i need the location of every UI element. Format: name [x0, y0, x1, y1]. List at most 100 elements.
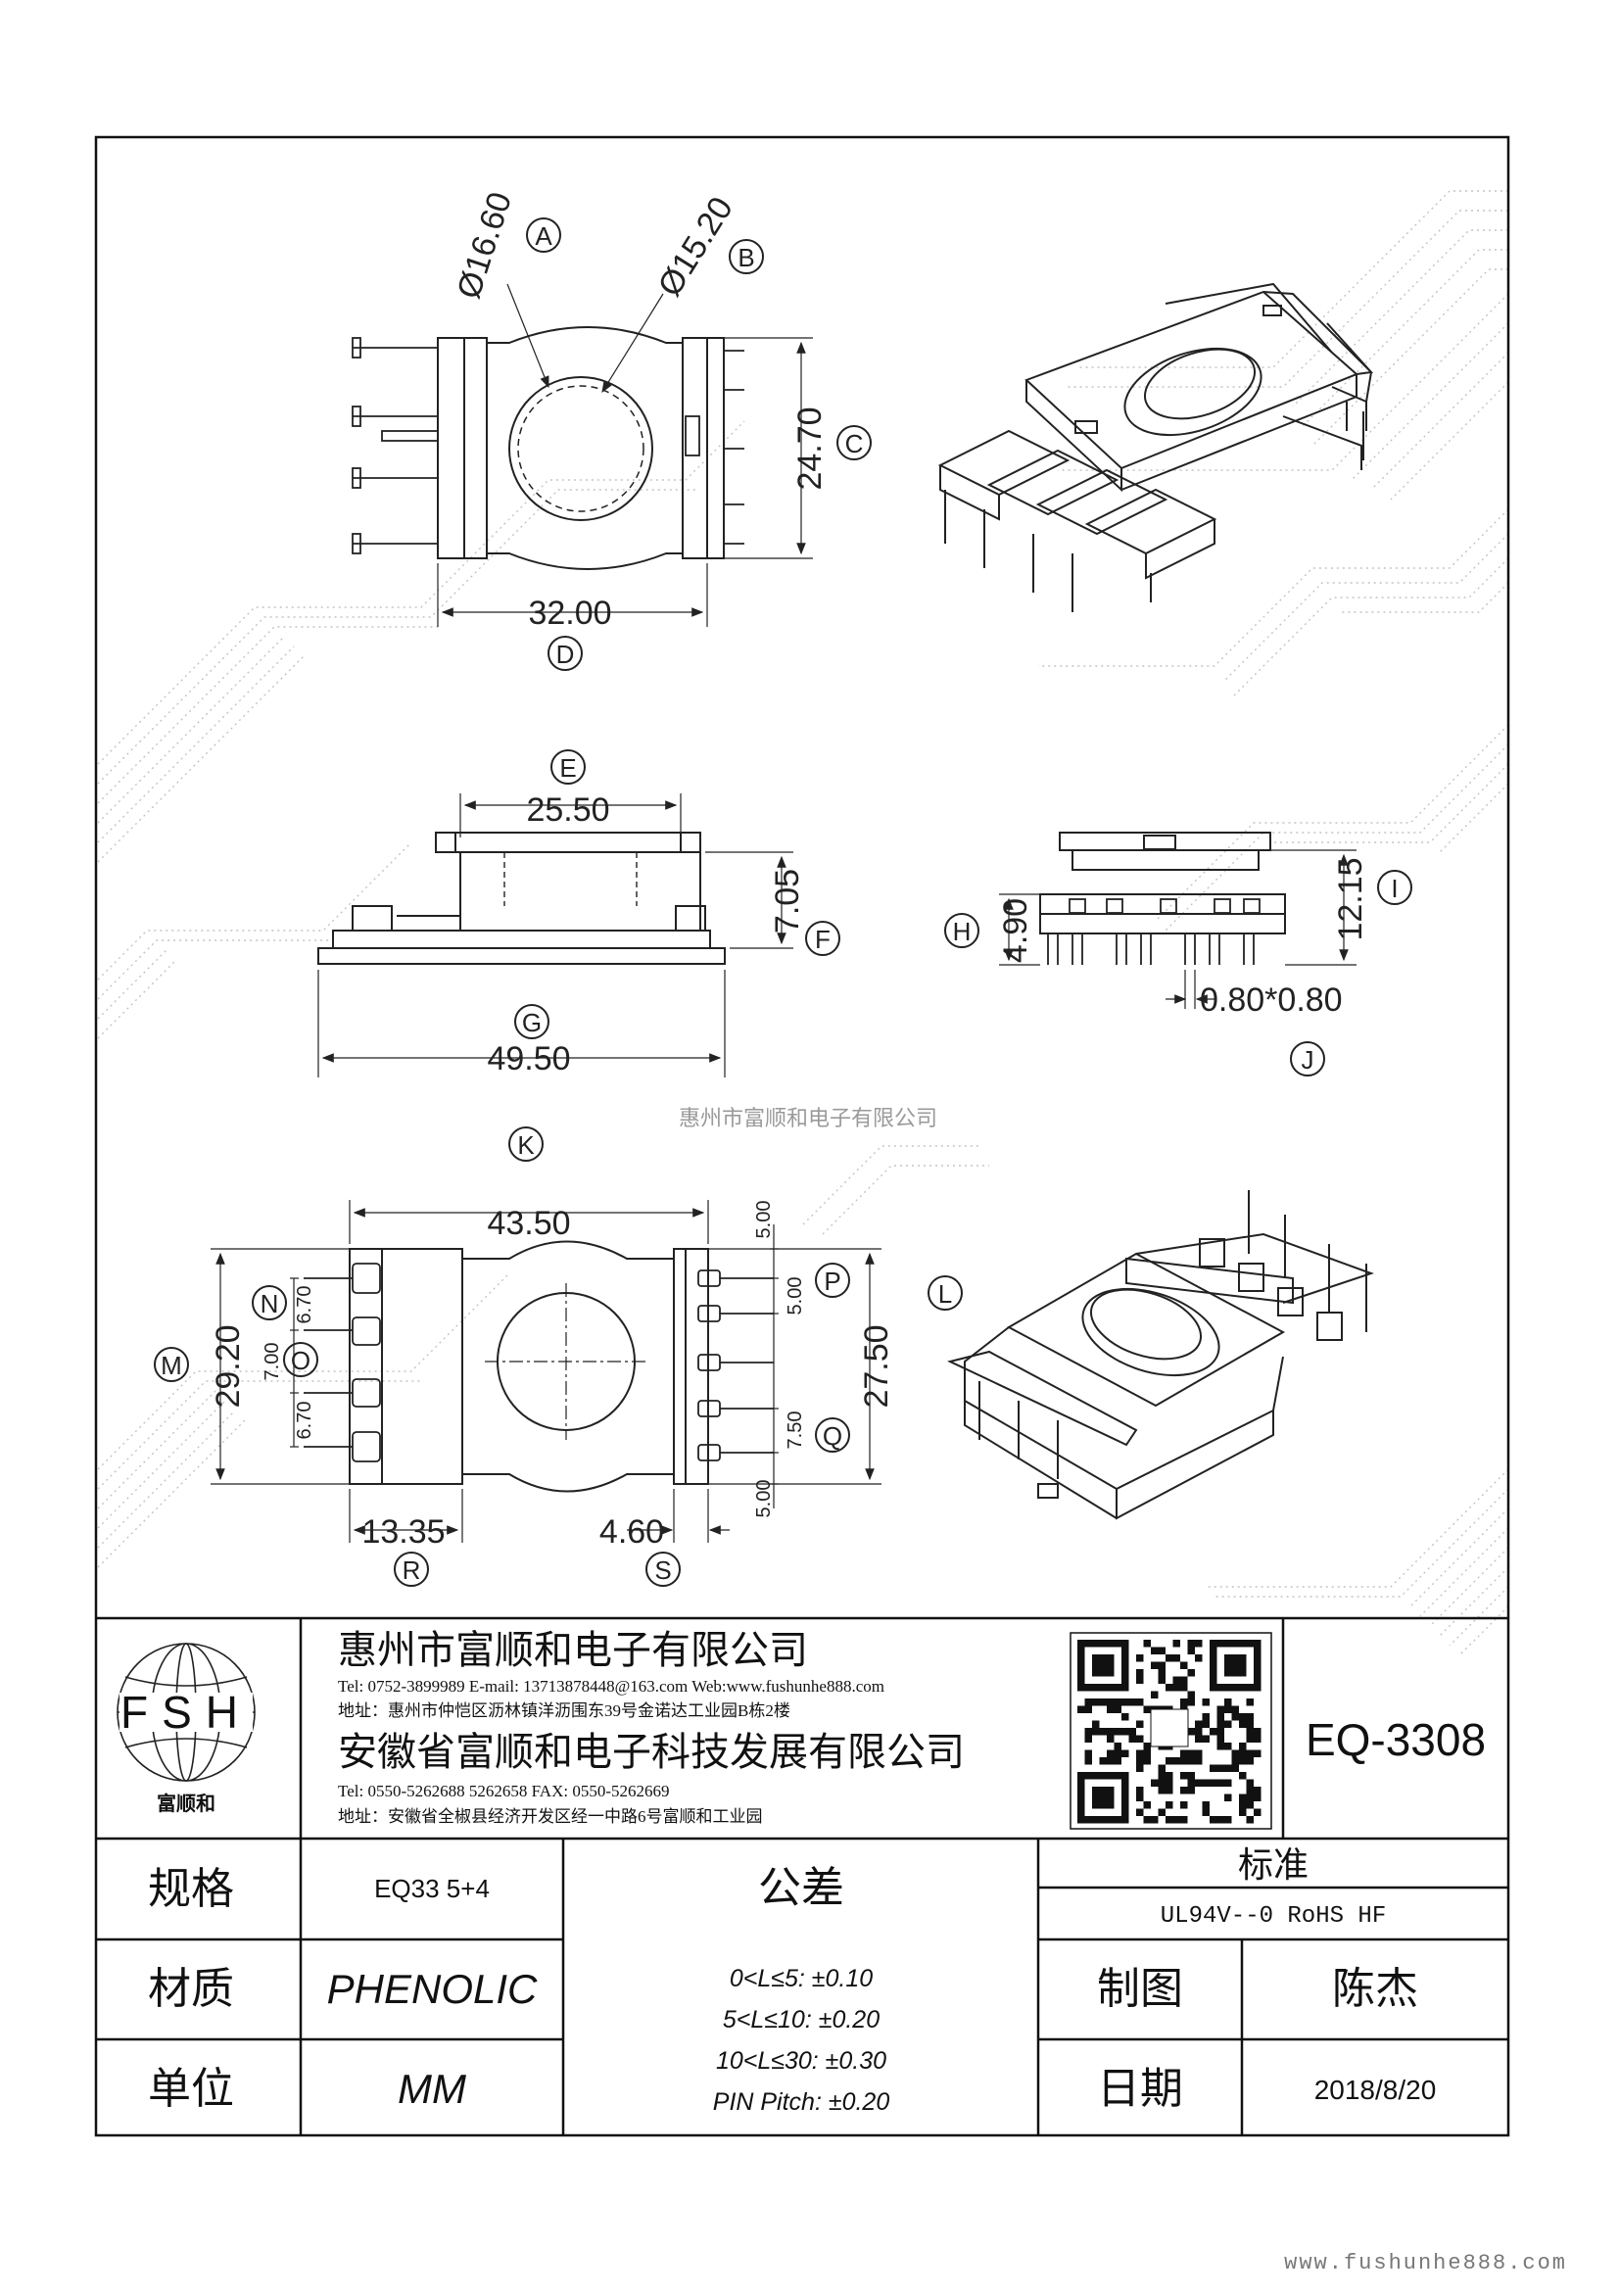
callout-o: O — [283, 1342, 318, 1377]
tolerance-row: 10<L≤30: ±0.30 — [716, 2047, 886, 2075]
callout-m: M — [154, 1347, 189, 1382]
dim-c-label: 24.70 — [791, 407, 829, 490]
date-label: 日期 — [1097, 2065, 1183, 2113]
callout-p: P — [815, 1263, 850, 1298]
svg-text:S: S — [654, 1555, 671, 1585]
dim-p-label: 5.00 — [785, 1277, 806, 1315]
side-view — [317, 793, 793, 1077]
dim-top-label: 43.50 — [487, 1205, 570, 1242]
dim-j-label: 0.80*0.80 — [1200, 981, 1343, 1019]
unit-label: 单位 — [148, 2065, 234, 2113]
end-view — [999, 832, 1357, 1009]
svg-text:N: N — [261, 1289, 279, 1318]
dim-o2-label: 6.70 — [294, 1402, 315, 1440]
callout-k: K — [508, 1126, 544, 1162]
standard-value: UL94V--0 RoHS HF — [1161, 1903, 1386, 1930]
tolerance-row: 5<L≤10: ±0.20 — [723, 2006, 880, 2033]
dim-g-label: 49.50 — [487, 1040, 570, 1077]
material-label: 材质 — [148, 1965, 234, 2013]
material-value: PHENOLIC — [327, 1966, 538, 2012]
callout-i: I — [1377, 870, 1412, 905]
callout-n: N — [252, 1285, 287, 1320]
callout-s: S — [645, 1552, 681, 1587]
svg-text:C: C — [845, 429, 864, 458]
svg-text:I: I — [1391, 874, 1398, 903]
date-value: 2018/8/20 — [1314, 2075, 1437, 2105]
bottom-view — [211, 1200, 881, 1543]
spec-value: EQ33 5+4 — [374, 1874, 490, 1903]
svg-text:F: F — [815, 925, 831, 954]
callout-b: B — [729, 239, 764, 274]
dim-o-label: 7.00 — [262, 1343, 283, 1381]
dim-e-label: 25.50 — [526, 791, 609, 829]
company-contact-anhui: Tel: 0550-5262688 5262658 FAX: 0550-5262… — [338, 1782, 669, 1800]
svg-text:G: G — [522, 1008, 542, 1037]
drawer-label: 制图 — [1097, 1965, 1183, 2013]
svg-text:R: R — [403, 1555, 421, 1585]
svg-text:K: K — [517, 1130, 535, 1160]
dim-m-label: 29.20 — [210, 1324, 247, 1408]
callout-r: R — [394, 1552, 429, 1587]
logo-caption: 富顺和 — [157, 1792, 215, 1815]
company-address-huizhou: 地址：惠州市仲恺区沥林镇洋沥围东39号金诺达工业园B栋2楼 — [338, 1701, 790, 1720]
svg-text:E: E — [559, 753, 576, 783]
title-block-lines — [96, 1616, 1508, 2135]
part-number: EQ-3308 — [1306, 1714, 1486, 1765]
tolerance-row: PIN Pitch: ±0.20 — [713, 2088, 890, 2116]
svg-text:M: M — [161, 1351, 182, 1380]
dim-s-label: 4.60 — [599, 1513, 664, 1551]
tolerance-row: 0<L≤5: ±0.10 — [730, 1965, 873, 1992]
isometric-view-top — [937, 282, 1374, 612]
dim-n-label: 6.70 — [294, 1286, 315, 1324]
standard-label: 标准 — [1238, 1844, 1309, 1885]
dim-r-label: 13.35 — [361, 1513, 445, 1551]
dim-d-label: 32.00 — [528, 595, 611, 632]
dim-b-label: Ø15.20 — [651, 191, 740, 304]
watermark-text: 惠州市富顺和电子有限公司 — [679, 1106, 937, 1130]
company-contact-huizhou: Tel: 0752-3899989 E-mail: 13713878448@16… — [338, 1677, 884, 1696]
callout-e: E — [550, 749, 586, 785]
dim-h-label: 4.90 — [997, 898, 1034, 963]
svg-text:O: O — [291, 1346, 310, 1375]
svg-text:B: B — [738, 243, 754, 272]
svg-text:P: P — [824, 1267, 840, 1296]
dim-i-label: 12.15 — [1332, 857, 1369, 940]
callout-g: G — [514, 1004, 549, 1039]
logo-letters: FSH — [120, 1687, 252, 1738]
svg-text:D: D — [556, 640, 575, 669]
callout-q: Q — [815, 1417, 850, 1453]
callout-l: L — [928, 1275, 963, 1311]
spec-label: 规格 — [148, 1865, 234, 1913]
dim-q-label: 7.50 — [785, 1411, 806, 1450]
svg-text:H: H — [953, 917, 972, 946]
svg-text:L: L — [938, 1279, 952, 1309]
callout-d: D — [548, 636, 583, 671]
svg-text:J: J — [1302, 1045, 1314, 1075]
company-name-huizhou: 惠州市富顺和电子有限公司 — [338, 1629, 808, 1672]
callout-f: F — [805, 921, 840, 956]
sheet-border — [94, 135, 1510, 2137]
svg-text:Q: Q — [823, 1421, 842, 1451]
dim-f-label: 7.05 — [769, 869, 806, 933]
top-view — [352, 283, 813, 627]
unit-value: MM — [398, 2066, 466, 2112]
isometric-view-bottom — [947, 1190, 1375, 1520]
svg-text:A: A — [535, 221, 552, 251]
callout-h: H — [944, 913, 979, 948]
callout-a: A — [526, 217, 561, 253]
dim-right-bot-label: 5.00 — [753, 1480, 775, 1518]
qr-code — [1070, 1632, 1272, 1830]
footer-url: www.fushunhe888.com — [1284, 2251, 1567, 2275]
company-logo: FSH 富顺和 — [117, 1643, 256, 1815]
dim-right-top-label: 5.00 — [753, 1201, 775, 1239]
tolerance-label: 公差 — [758, 1864, 844, 1912]
company-address-anhui: 地址：安徽省全椒县经济开发区经一中路6号富顺和工业园 — [338, 1807, 763, 1826]
callout-c: C — [836, 425, 872, 460]
dim-a-label: Ø16.60 — [450, 188, 519, 304]
dim-total-label: 27.50 — [858, 1324, 895, 1408]
callout-j: J — [1290, 1041, 1325, 1076]
company-name-anhui: 安徽省富顺和电子科技发展有限公司 — [338, 1731, 965, 1774]
drawer-value: 陈杰 — [1332, 1965, 1418, 2013]
background-trace-pattern — [97, 190, 1509, 1656]
